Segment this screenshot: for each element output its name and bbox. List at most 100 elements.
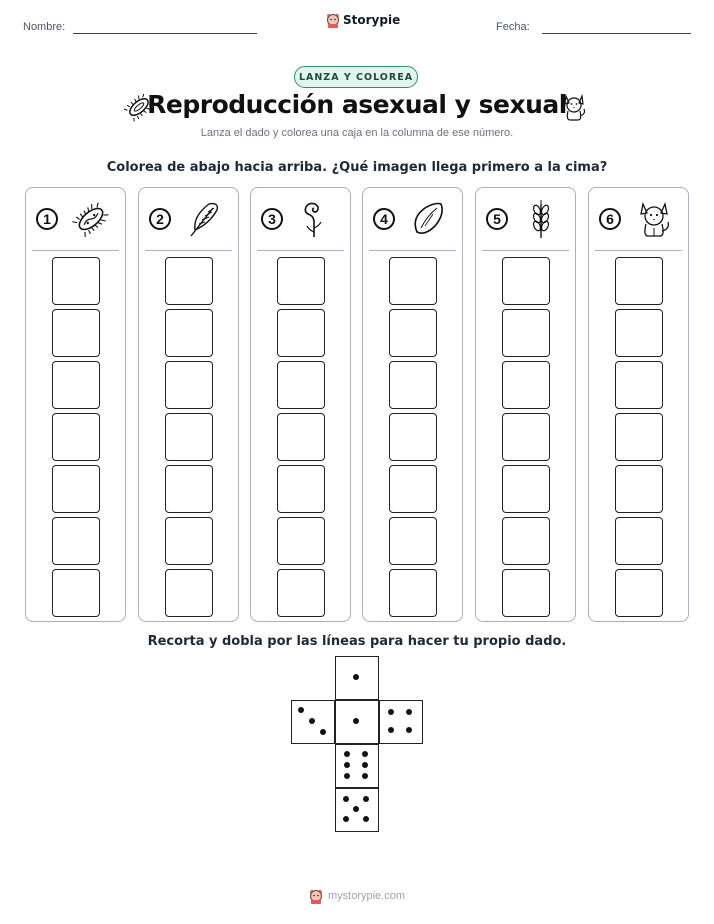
die-pip — [363, 816, 369, 822]
column-number: 4 — [373, 208, 395, 230]
column-3: 3 — [250, 187, 351, 622]
color-box[interactable] — [277, 257, 325, 305]
color-box[interactable] — [389, 517, 437, 565]
die-pip — [298, 707, 304, 713]
die-pip — [388, 709, 394, 715]
column-divider — [595, 250, 682, 251]
brand-logo: Storypie — [326, 12, 400, 28]
color-box[interactable] — [52, 465, 100, 513]
die-instruction: Recorta y dobla por las líneas para hace… — [147, 634, 567, 649]
die-pip — [363, 796, 369, 802]
color-box[interactable] — [615, 517, 663, 565]
color-box[interactable] — [389, 361, 437, 409]
color-box[interactable] — [165, 569, 213, 617]
die-face-center-1 — [335, 700, 379, 744]
color-box[interactable] — [277, 517, 325, 565]
column-divider — [369, 250, 456, 251]
color-box[interactable] — [502, 257, 550, 305]
date-field[interactable] — [542, 33, 691, 34]
color-box[interactable] — [615, 465, 663, 513]
die-pip — [353, 806, 359, 812]
die-face-5 — [335, 788, 379, 832]
color-box[interactable] — [277, 309, 325, 357]
die-pip — [353, 718, 359, 724]
color-box[interactable] — [389, 257, 437, 305]
die-pip — [320, 729, 326, 735]
die-pip — [343, 796, 349, 802]
color-box[interactable] — [502, 361, 550, 409]
name-label: Nombre: — [23, 21, 66, 33]
color-box[interactable] — [165, 465, 213, 513]
color-box[interactable] — [52, 569, 100, 617]
fern-fiddlehead-icon — [304, 202, 322, 237]
column-2: 2 — [138, 187, 239, 622]
color-box[interactable] — [615, 257, 663, 305]
die-pip — [406, 727, 412, 733]
color-box[interactable] — [277, 465, 325, 513]
almond-seed-icon — [414, 202, 443, 234]
column-divider — [145, 250, 232, 251]
die-face-1 — [335, 656, 379, 700]
wheat-icon — [532, 200, 550, 238]
color-box[interactable] — [165, 309, 213, 357]
column-divider — [257, 250, 344, 251]
bacterium-title-icon — [124, 93, 153, 122]
die-pip — [309, 718, 315, 724]
activity-badge: LANZA Y COLOREA — [294, 66, 418, 88]
die-pip — [406, 709, 412, 715]
color-box[interactable] — [52, 309, 100, 357]
die-pip — [388, 727, 394, 733]
die-pip — [362, 773, 368, 779]
column-number: 5 — [486, 208, 508, 230]
column-number: 2 — [149, 208, 171, 230]
column-number: 3 — [261, 208, 283, 230]
color-box[interactable] — [615, 361, 663, 409]
column-divider — [32, 250, 119, 251]
die-pip — [362, 762, 368, 768]
die-pip — [344, 773, 350, 779]
color-box[interactable] — [277, 361, 325, 409]
column-number: 6 — [599, 208, 621, 230]
column-number: 1 — [36, 208, 58, 230]
color-box[interactable] — [615, 569, 663, 617]
column-4: 4 — [362, 187, 463, 622]
color-box[interactable] — [389, 465, 437, 513]
color-box[interactable] — [615, 413, 663, 461]
bear-logo-icon — [309, 889, 323, 904]
color-box[interactable] — [52, 361, 100, 409]
page-title: Reproducción asexual y sexual — [147, 90, 567, 119]
color-box[interactable] — [165, 361, 213, 409]
column-5: 5 — [475, 187, 576, 622]
column-divider — [482, 250, 569, 251]
name-field[interactable] — [73, 33, 257, 34]
color-box[interactable] — [502, 569, 550, 617]
color-box[interactable] — [389, 569, 437, 617]
die-pip — [344, 762, 350, 768]
color-box[interactable] — [52, 257, 100, 305]
footer: mystorypie.com — [0, 888, 714, 904]
color-box[interactable] — [389, 309, 437, 357]
brand-name: Storypie — [343, 13, 401, 27]
game-instruction: Colorea de abajo hacia arriba. ¿Qué imag… — [106, 160, 608, 175]
color-box[interactable] — [502, 517, 550, 565]
color-box[interactable] — [615, 309, 663, 357]
color-box[interactable] — [277, 413, 325, 461]
bear-logo-icon — [326, 13, 340, 28]
color-box[interactable] — [389, 413, 437, 461]
die-pip — [362, 751, 368, 757]
puppy-icon — [640, 201, 670, 237]
color-box[interactable] — [502, 309, 550, 357]
die-pip — [353, 674, 359, 680]
color-box[interactable] — [52, 517, 100, 565]
color-box[interactable] — [165, 257, 213, 305]
color-box[interactable] — [52, 413, 100, 461]
die-pip — [344, 751, 350, 757]
color-box[interactable] — [165, 413, 213, 461]
die-pip — [343, 816, 349, 822]
column-6: 6 — [588, 187, 689, 622]
color-box[interactable] — [277, 569, 325, 617]
color-box[interactable] — [502, 413, 550, 461]
footer-url[interactable]: mystorypie.com — [327, 890, 406, 902]
color-box[interactable] — [502, 465, 550, 513]
color-box[interactable] — [165, 517, 213, 565]
